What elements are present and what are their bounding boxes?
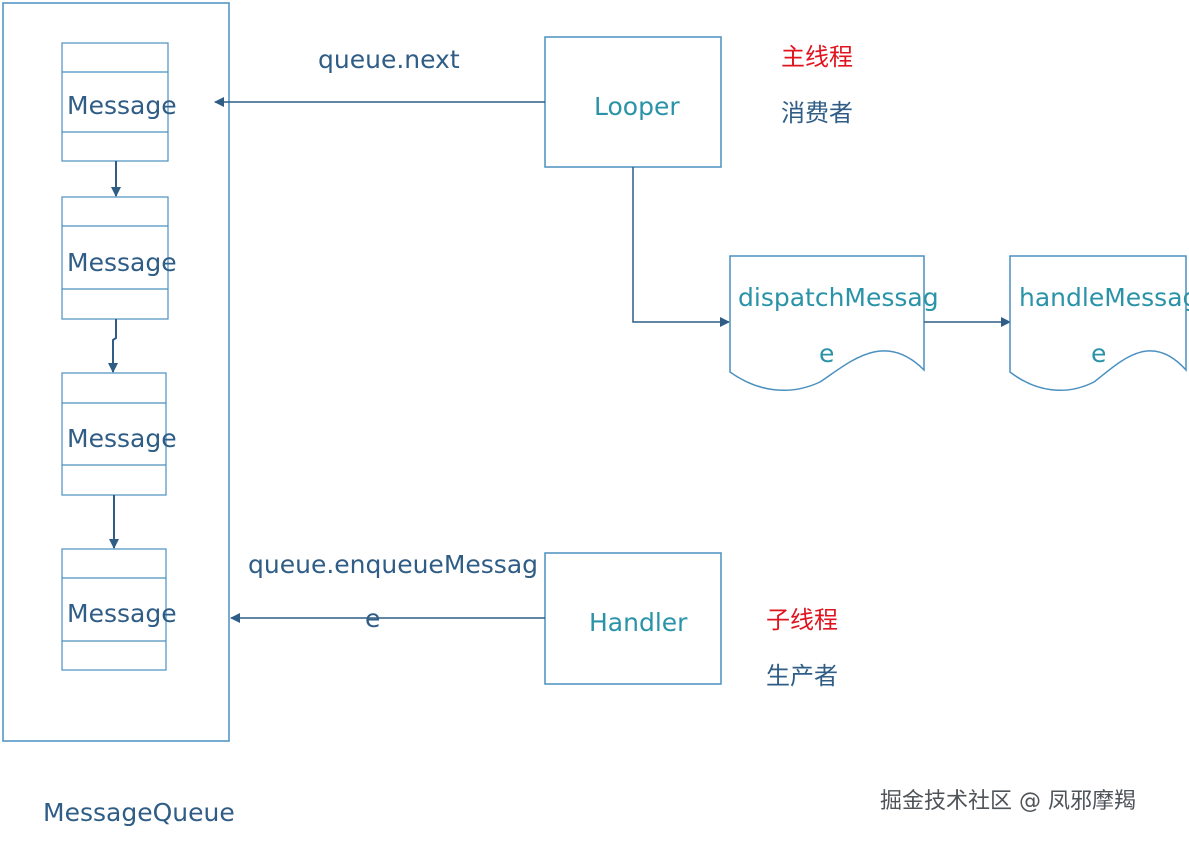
handle-message-shape [1009,255,1187,392]
producer-label: 生产者 [766,662,838,690]
queue-next-label: queue.next [318,45,460,74]
message-queue-title: MessageQueue [43,798,235,827]
main-thread-label: 主线程 [781,43,853,71]
message-queue-container [2,2,230,742]
message-label-3: Message [67,424,177,453]
message-label-1: Message [67,91,177,120]
message-label-2: Message [67,248,177,277]
sub-thread-label: 子线程 [766,606,838,634]
dispatch-message-shape [729,255,925,392]
consumer-label: 消费者 [781,99,853,127]
handle-message-label-line1: handleMessag [1019,283,1189,312]
message-label-4: Message [67,599,177,628]
handle-message-label-line2: e [1091,339,1107,368]
enqueue-label-line1: queue.enqueueMessag [248,550,539,579]
handler-label: Handler [589,608,688,637]
dispatch-message-label-line1: dispatchMessag [738,283,939,312]
arrow-message-2-to-3 [108,319,118,373]
watermark-text: 掘金技术社区 @ 凤邪摩羯 [880,789,1136,814]
looper-label: Looper [594,92,680,121]
enqueue-label-line2: e [365,604,381,633]
dispatch-message-label-line2: e [819,339,835,368]
looper-to-dispatch-arrow [632,167,730,327]
message-record-4 [61,548,167,671]
